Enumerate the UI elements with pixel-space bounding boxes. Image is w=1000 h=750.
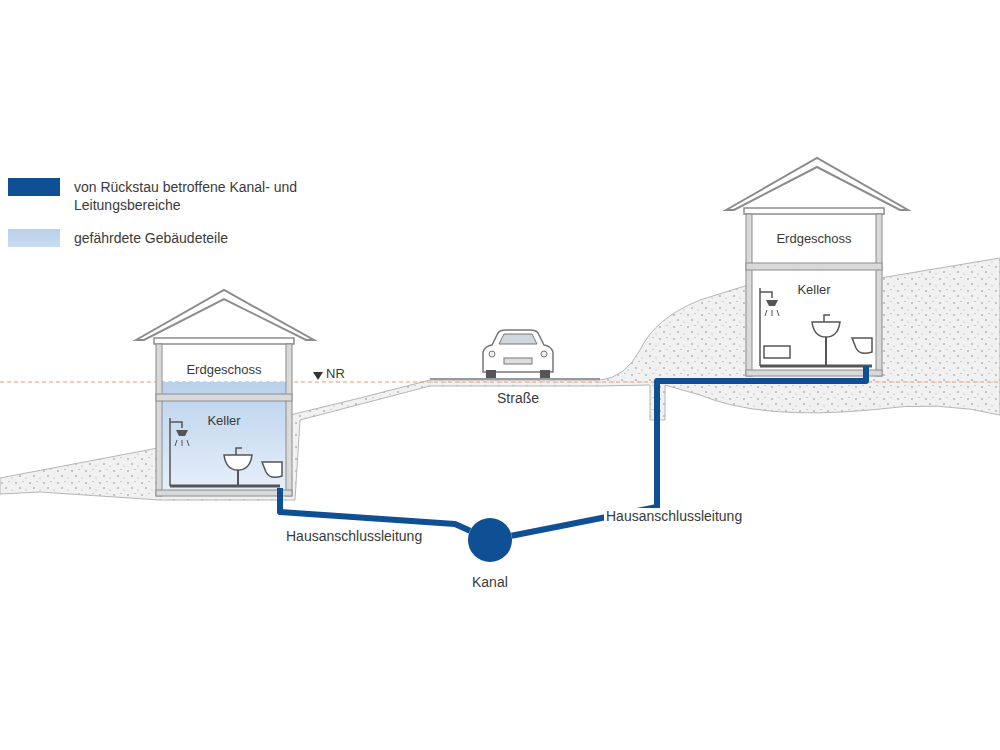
level-triangle [313,372,323,380]
room-box: Erdgeschoss [755,214,873,262]
sewer-label: Kanal [472,574,508,591]
right-house [726,158,908,376]
level-label: NR [326,365,345,382]
room-box: Keller [165,402,283,488]
car [483,330,553,378]
room-label: Erdgeschoss [165,361,283,378]
house-connection-pipe [280,488,470,531]
legend-swatch [8,178,60,196]
pipe-label: Hausanschlussleitung [604,508,744,525]
room-box: Keller [755,271,873,366]
road-label: Straße [497,390,539,407]
pipe-label: Hausanschlussleitung [284,528,424,545]
legend-text: gefährdete Gebäudeteile [74,229,324,247]
legend-swatch [8,229,60,247]
sewer-pipe-circle: Kanal [468,518,512,562]
room-label: Keller [165,402,283,429]
house-connection-pipe [512,366,866,536]
left-house [136,290,314,496]
room-label: Keller [755,271,873,298]
room-box: Erdgeschoss [165,346,283,392]
road-surface [430,378,600,380]
legend-text: von Rückstau betroffene Kanal- und Leitu… [74,178,324,214]
room-label: Erdgeschoss [755,230,873,247]
